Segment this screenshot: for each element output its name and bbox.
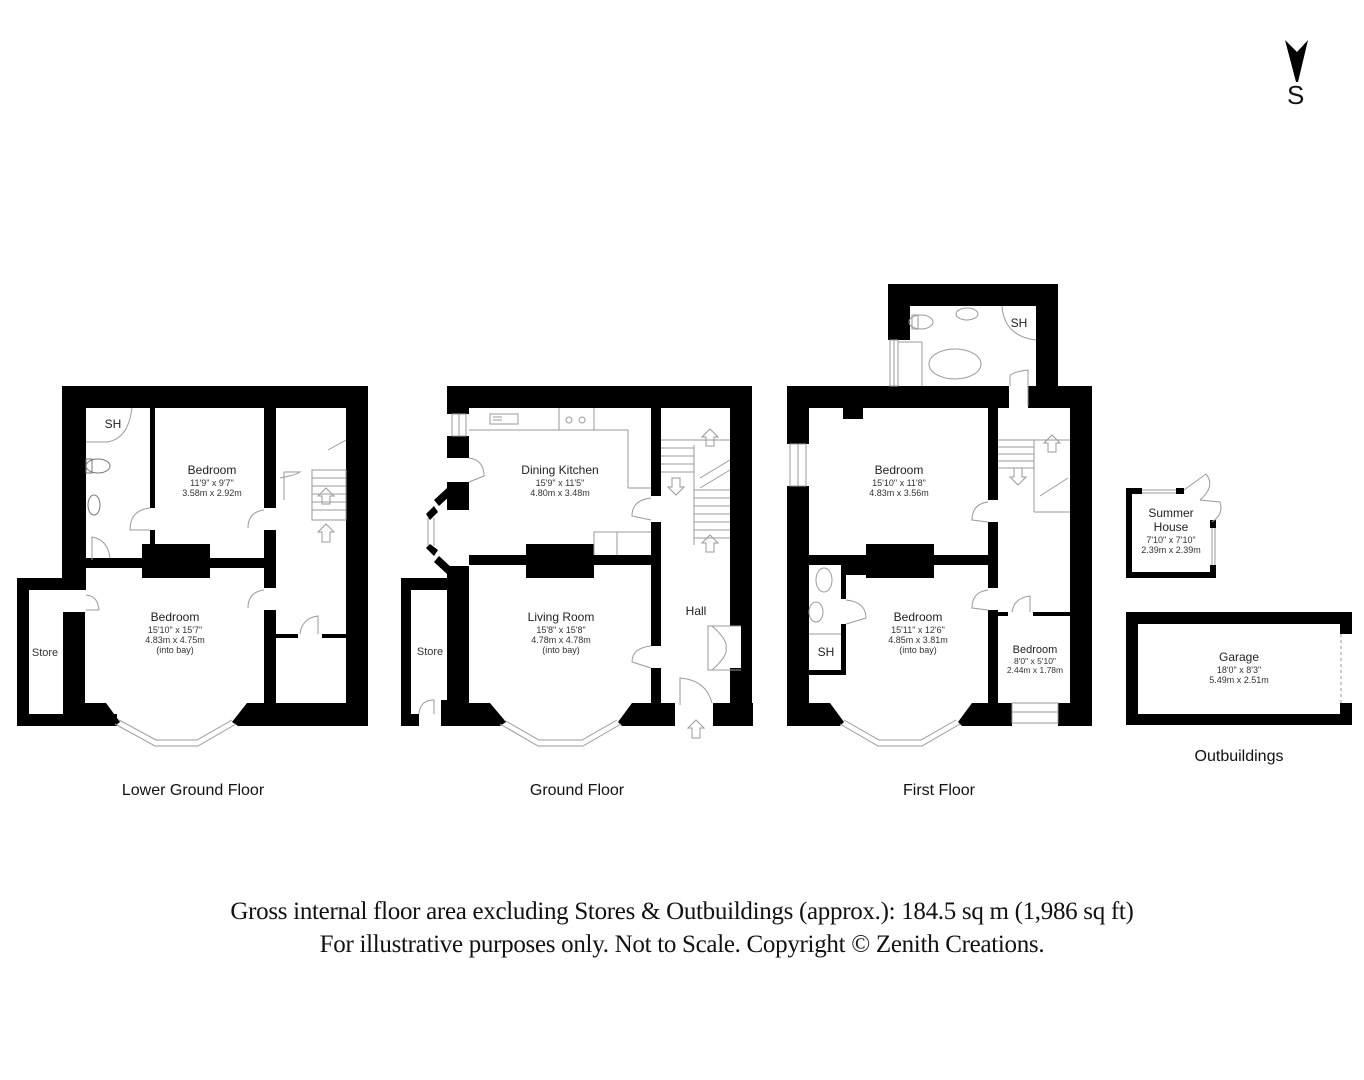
room-name-line2: House [1153, 519, 1189, 534]
ground-floor-plan [401, 386, 753, 747]
compass-arrow-icon [1285, 40, 1308, 82]
room-dimension-metric: 4.80m x 3.48m [530, 488, 590, 499]
room-note: (into bay) [899, 645, 937, 656]
room-name: Bedroom [874, 463, 924, 477]
room-dimension-metric: 4.83m x 4.75m [145, 635, 205, 646]
room-dimension-imperial: 15'11" x 12'6" [891, 624, 945, 635]
room-dimension-metric: 2.39m x 2.39m [1141, 544, 1201, 555]
room-label-sh-lower: SH [104, 417, 122, 431]
room-dining-kitchen: Dining Kitchen 15'9" x 11'5" 4.80m x 3.4… [521, 463, 599, 499]
floor-title-outbuildings: Outbuildings [1194, 748, 1284, 765]
room-dimension-metric: 4.78m x 4.78m [531, 635, 591, 646]
room-dimension-imperial: 7'10" x 7'10" [1146, 534, 1196, 545]
lower-ground-floor-plan [17, 386, 368, 747]
floor-title-ground: Ground Floor [529, 782, 625, 799]
room-dimension-imperial: 18'0" x 8'3" [1216, 664, 1262, 675]
room-dimension-imperial: 11'9" x 9'7" [190, 477, 234, 488]
room-dimension-imperial: 15'10" x 11'8" [872, 477, 926, 488]
room-dimension-imperial: 15'9" x 11'5" [535, 477, 585, 488]
room-note: (into bay) [542, 645, 580, 656]
room-name: Summer [1148, 506, 1194, 520]
floor-title-first: First Floor [903, 782, 975, 799]
room-label-hall: Hall [685, 604, 707, 618]
room-dimension-imperial: 15'10" x 15'7" [147, 624, 203, 635]
room-summer-house: Summer House 7'10" x 7'10" 2.39m x 2.39m [1141, 506, 1201, 555]
room-dimension-metric: 3.58m x 2.92m [182, 488, 242, 499]
first-floor-plan [787, 284, 1092, 747]
room-dimension-metric: 2.44m x 1.78m [1006, 665, 1064, 676]
room-label-store-lower: Store [31, 647, 59, 659]
room-garage: Garage 18'0" x 8'3" 5.49m x 2.51m [1209, 650, 1269, 686]
footer-area-statement: Gross internal floor area excluding Stor… [230, 898, 1134, 925]
room-name: Dining Kitchen [521, 463, 599, 477]
room-label-store-ground: Store [416, 646, 444, 658]
room-first-bedroom-3: Bedroom 8'0" x 5'10" 2.44m x 1.78m [1007, 644, 1063, 676]
outbuildings-plan [1126, 473, 1352, 725]
room-first-bedroom-1: Bedroom 15'10" x 11'8" 4.83m x 3.56m [869, 463, 929, 499]
room-dimension-imperial: 8'0" x 5'10" [1014, 655, 1056, 666]
room-label-sh-ensuite: SH [817, 645, 835, 659]
room-name: Bedroom [893, 610, 943, 624]
room-living-room: Living Room 15'8" x 15'8" 4.78m x 4.78m … [527, 610, 595, 656]
room-name: Living Room [527, 610, 595, 624]
room-lower-bedroom-2: Bedroom 15'10" x 15'7" 4.83m x 4.75m (in… [145, 610, 205, 656]
footer-copyright: For illustrative purposes only. Not to S… [319, 931, 1045, 958]
room-name: Bedroom [1012, 644, 1058, 656]
compass-direction-label: S [1287, 80, 1305, 110]
room-name: Garage [1218, 650, 1260, 664]
room-dimension-imperial: 15'8" x 15'8" [536, 624, 586, 635]
room-label-sh-bathroom: SH [1010, 316, 1028, 330]
room-name: Bedroom [150, 610, 200, 624]
room-dimension-metric: 4.83m x 3.56m [869, 488, 929, 499]
room-note: (into bay) [156, 645, 194, 656]
room-dimension-metric: 4.85m x 3.81m [888, 635, 948, 646]
room-first-bedroom-2: Bedroom 15'11" x 12'6" 4.85m x 3.81m (in… [888, 610, 948, 656]
floor-title-lower-ground: Lower Ground Floor [121, 782, 265, 799]
room-dimension-metric: 5.49m x 2.51m [1209, 675, 1269, 686]
room-lower-bedroom-1: Bedroom 11'9" x 9'7" 3.58m x 2.92m [182, 463, 242, 499]
room-name: Bedroom [187, 463, 237, 477]
